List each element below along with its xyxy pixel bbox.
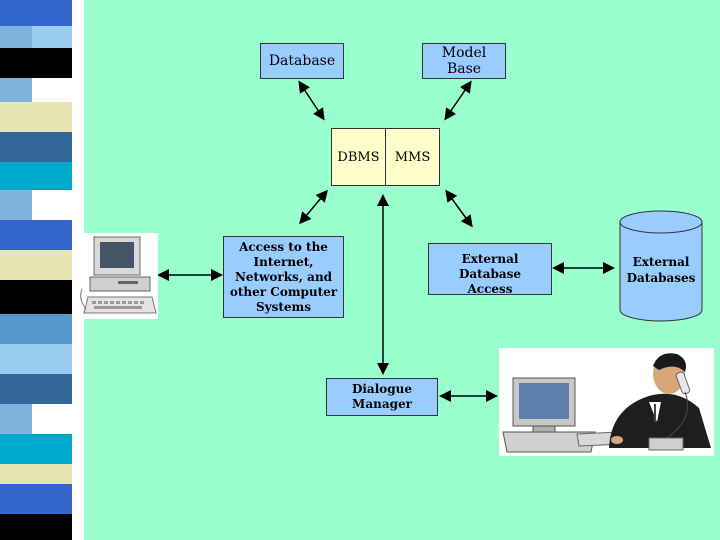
internet-access-label: Access to the Internet, Networks, and ot… [229, 239, 338, 314]
external-databases-label: External Databases [626, 255, 696, 285]
mms-cell: MMS [386, 129, 439, 185]
arrow-dbms-internet [299, 189, 328, 225]
arrow-database-dbms [298, 80, 325, 121]
arrow-mms-external-access [445, 189, 473, 228]
dialogue-manager-box: Dialogue Manager [326, 378, 438, 416]
dbms-mms-box: DBMS MMS [331, 128, 440, 186]
database-cylinder-icon: External Databases [619, 210, 703, 322]
dbms-cell: DBMS [332, 129, 386, 185]
database-box: Database [260, 43, 344, 79]
desktop-computer-icon [78, 233, 158, 319]
external-db-access-box: External Database Access [428, 243, 552, 296]
model-base-box: Model Base [422, 43, 506, 79]
dbms-label: DBMS [337, 149, 380, 165]
arrow-modelbase-mms [444, 80, 472, 121]
mms-label: MMS [394, 149, 431, 165]
dialogue-manager-label: Dialogue Manager [351, 382, 413, 411]
model-base-label: Model Base [441, 45, 487, 77]
database-label: Database [268, 53, 336, 69]
person-at-computer-icon [499, 348, 714, 456]
external-db-access-label: External Database Access [458, 252, 522, 296]
internet-access-box: Access to the Internet, Networks, and ot… [223, 236, 344, 318]
